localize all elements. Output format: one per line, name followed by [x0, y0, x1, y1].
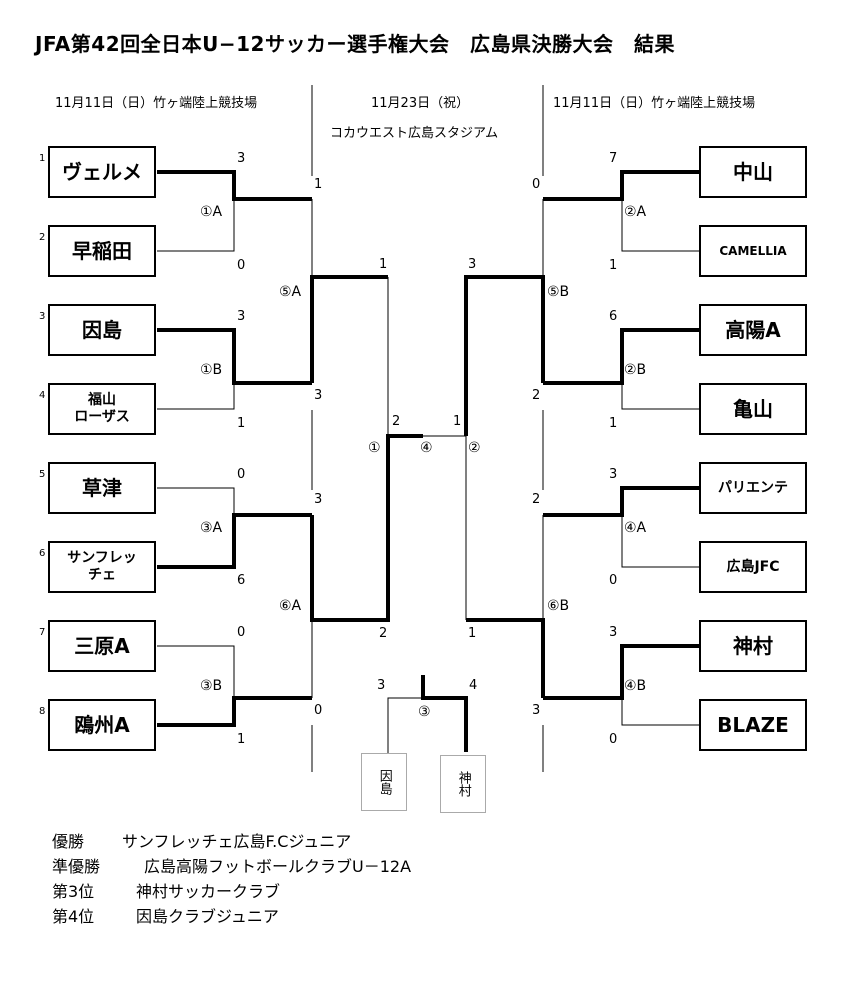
seed-number: 3	[39, 311, 46, 322]
seed-number: 1	[39, 153, 46, 164]
team-box: 亀山	[699, 383, 807, 435]
seed-number: 8	[39, 706, 46, 717]
loser-lines	[157, 199, 699, 753]
result-team: 広島高陽フットボールクラブU－12A	[144, 857, 412, 876]
center-date-header: 11月23日（祝）	[371, 96, 470, 111]
match-label: ②A	[624, 204, 647, 220]
score: 7	[609, 151, 618, 166]
third-place-team-box: 神村	[440, 755, 486, 813]
score: 3	[314, 492, 323, 507]
match-label: ④A	[624, 520, 647, 536]
team-box: 中山	[699, 146, 807, 198]
team-box: 因島	[48, 304, 156, 356]
right-venue-header: 11月11日（日）竹ヶ端陸上競技場	[553, 96, 756, 111]
match-label: ③	[418, 704, 431, 720]
match-label: ②B	[624, 362, 647, 378]
score: 4	[469, 678, 478, 693]
team-box: 早稲田	[48, 225, 156, 277]
score: 0	[609, 573, 618, 588]
result-team: 神村サッカークラブ	[136, 882, 281, 901]
seed-number: 2	[39, 232, 46, 243]
winner-lines	[157, 170, 699, 752]
team-box: 鴎州A	[48, 699, 156, 751]
result-team: 因島クラブジュニア	[136, 907, 279, 926]
score: 3	[237, 309, 246, 324]
score: 2	[392, 414, 401, 429]
match-label: ④	[420, 440, 433, 456]
score: 1	[237, 732, 246, 747]
third-place-team-box: 因島	[361, 753, 407, 811]
score: 3	[609, 467, 618, 482]
result-row: 第4位 因島クラブジュニア	[52, 903, 279, 927]
score: 2	[532, 492, 541, 507]
match-label: ④B	[624, 678, 647, 694]
team-box: サンフレッチェ	[48, 541, 156, 593]
result-rank: 優勝	[52, 832, 85, 851]
score: 2	[532, 388, 541, 403]
result-row: 優勝 サンフレッチェ広島F.Cジュニア	[52, 828, 351, 852]
separator-lines	[311, 85, 544, 772]
team-box: 草津	[48, 462, 156, 514]
score: 1	[314, 177, 323, 192]
score: 3	[468, 257, 477, 272]
score: 1	[609, 416, 618, 431]
team-box: パリエンテ	[699, 462, 807, 514]
score: 1	[237, 416, 246, 431]
score: 3	[532, 703, 541, 718]
score: 6	[609, 309, 618, 324]
left-venue-header: 11月11日（日）竹ヶ端陸上競技場	[55, 96, 258, 111]
team-name-line: チェ	[88, 567, 116, 583]
seed-number: 5	[39, 469, 46, 480]
score: 3	[609, 625, 618, 640]
result-rank: 準優勝	[52, 857, 101, 876]
center-venue-header: コカウエスト広島スタジアム	[330, 126, 499, 141]
page-title: JFA第42回全日本U−12サッカー選手権大会 広島県決勝大会 結果	[35, 32, 675, 56]
score: 1	[379, 257, 388, 272]
match-label: ③A	[200, 520, 223, 536]
score: 1	[468, 626, 477, 641]
score: 0	[609, 732, 618, 747]
match-label: ①A	[200, 204, 223, 220]
team-box: 高陽A	[699, 304, 807, 356]
result-row: 第3位 神村サッカークラブ	[52, 878, 280, 902]
score: 0	[314, 703, 323, 718]
team-name-line: サンフレッ	[67, 550, 137, 567]
team-box: CAMELLIA	[699, 225, 807, 277]
team-box: BLAZE	[699, 699, 807, 751]
score: 0	[237, 625, 246, 640]
seed-number: 6	[39, 548, 46, 559]
match-label: ②	[468, 440, 481, 456]
team-box: 広島JFC	[699, 541, 807, 593]
match-label: ⑤B	[547, 284, 570, 300]
team-name-line: 福山	[88, 392, 116, 409]
result-row: 準優勝 広島高陽フットボールクラブU－12A	[52, 853, 411, 877]
score: 1	[609, 258, 618, 273]
score: 0	[237, 258, 246, 273]
team-box: 神村	[699, 620, 807, 672]
match-label: ⑥B	[547, 598, 570, 614]
seed-number: 7	[39, 627, 46, 638]
team-box: 福山ローザス	[48, 383, 156, 435]
match-label: ⑤A	[279, 284, 302, 300]
match-label: ①B	[200, 362, 223, 378]
score: 1	[453, 414, 462, 429]
score: 6	[237, 573, 246, 588]
team-box: 三原A	[48, 620, 156, 672]
result-rank: 第3位	[52, 882, 95, 901]
score: 3	[377, 678, 386, 693]
score: 3	[237, 151, 246, 166]
team-box: ヴェルメ	[48, 146, 156, 198]
match-label: ③B	[200, 678, 223, 694]
score: 0	[532, 177, 541, 192]
score: 3	[314, 388, 323, 403]
match-label: ①	[368, 440, 381, 456]
match-label: ⑥A	[279, 598, 302, 614]
result-rank: 第4位	[52, 907, 95, 926]
result-team: サンフレッチェ広島F.Cジュニア	[122, 832, 352, 851]
seed-number: 4	[39, 390, 46, 401]
score: 0	[237, 467, 246, 482]
team-name-line: ローザス	[74, 409, 130, 425]
score: 2	[379, 626, 388, 641]
